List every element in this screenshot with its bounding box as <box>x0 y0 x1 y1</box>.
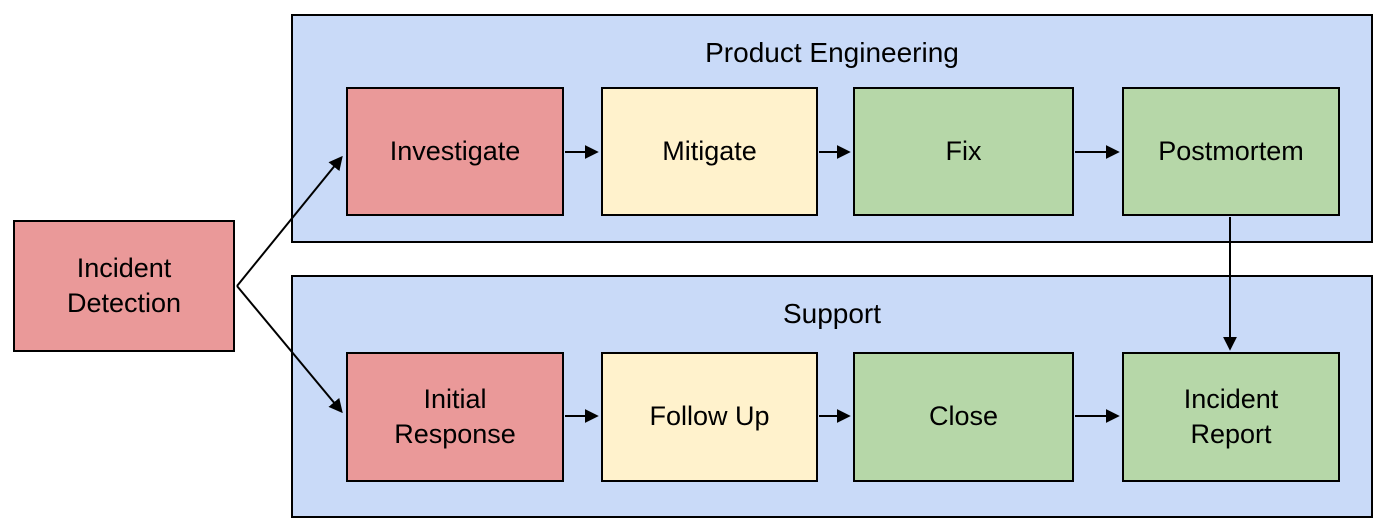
node-incident-report: Incident Report <box>1122 352 1340 482</box>
node-postmortem: Postmortem <box>1122 87 1340 216</box>
node-close: Close <box>853 352 1074 482</box>
node-investigate: Investigate <box>346 87 564 216</box>
node-initial-response: Initial Response <box>346 352 564 482</box>
lane-title-product-engineering: Product Engineering <box>705 37 959 68</box>
lane-title-support: Support <box>782 298 882 329</box>
node-incident-detection: Incident Detection <box>13 220 235 352</box>
node-fix: Fix <box>853 87 1074 216</box>
node-mitigate: Mitigate <box>601 87 818 216</box>
node-follow-up: Follow Up <box>601 352 818 482</box>
